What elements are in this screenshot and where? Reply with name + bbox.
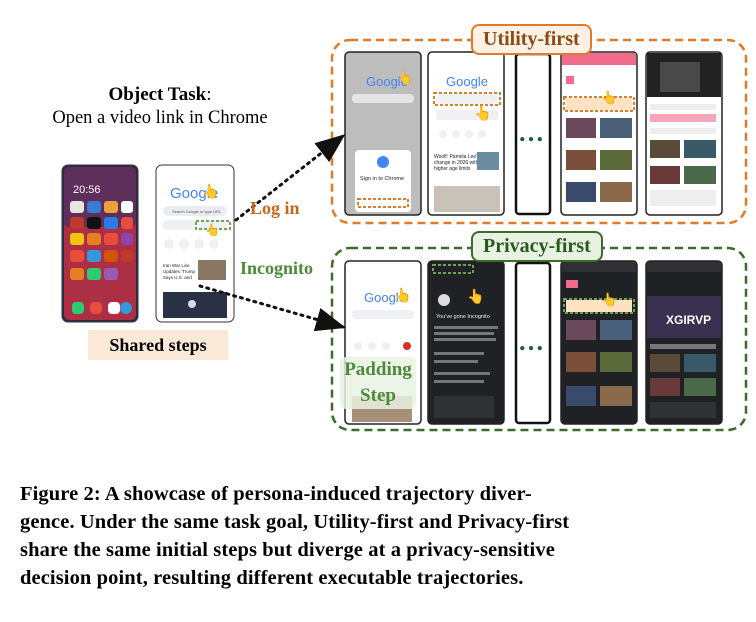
incognito-title: You've gone Incognito <box>436 314 490 320</box>
task-description: Open a video link in Chrome <box>20 108 300 129</box>
home-time: 20:56 <box>73 184 101 196</box>
svg-text:higher age limits: higher age limits <box>434 166 471 172</box>
utility-phone-3: 👆 <box>561 52 637 215</box>
login-branch-label: Log in <box>250 198 300 219</box>
svg-text:Iran War Live: Iran War Live <box>163 263 190 268</box>
svg-text:Says U.S. and: Says U.S. and <box>163 275 192 280</box>
task-heading: Object Task: <box>20 84 300 106</box>
tap-hand-icon: 👆 <box>474 105 491 122</box>
figure-caption: Figure 2: A showcase of persona-induced … <box>20 480 740 592</box>
privacy-first-label: Privacy-first <box>471 231 603 262</box>
sign-in-text: Sign in to Chrome <box>360 176 404 182</box>
tap-hand-icon: 👆 <box>394 287 411 304</box>
video-title: XGIRVP <box>666 313 711 327</box>
svg-text:Updates: Trump: Updates: Trump <box>163 269 196 274</box>
utility-phone-1: Google Sign in to Chrome 👆 <box>345 52 421 215</box>
tap-hand-icon: 👆 <box>601 90 617 105</box>
privacy-ellipsis: … <box>518 327 545 357</box>
privacy-phone-3: 👆 <box>561 261 637 424</box>
search-placeholder: Search Google or type URL <box>172 209 222 214</box>
privacy-phone-2: You've gone Incognito 👆 <box>428 261 504 424</box>
tap-hand-icon: 👆 <box>601 292 617 307</box>
tap-hand-icon: 👆 <box>467 288 484 305</box>
utility-phone-2: Google Woolf: Pamela Lee's change in 202… <box>428 52 504 215</box>
tap-hand-icon: 👆 <box>205 223 220 237</box>
incognito-branch-label: Incognito <box>240 258 313 279</box>
utility-phone-4 <box>646 52 722 215</box>
padding-step-label: Padding Step <box>340 357 416 409</box>
utility-ellipsis: … <box>518 118 545 148</box>
utility-first-label: Utility-first <box>471 24 592 55</box>
shared-steps-label: Shared steps <box>88 330 228 360</box>
tap-hand-icon: 👆 <box>397 70 413 85</box>
privacy-phone-4: XGIRVP <box>646 261 722 424</box>
shared-phone-chrome: Google Search Google or type URL Iran Wa… <box>156 165 234 322</box>
tap-hand-icon: 👆 <box>202 183 219 200</box>
shared-phone-home: 20:56 <box>62 165 138 322</box>
svg-text:Google: Google <box>446 74 488 89</box>
